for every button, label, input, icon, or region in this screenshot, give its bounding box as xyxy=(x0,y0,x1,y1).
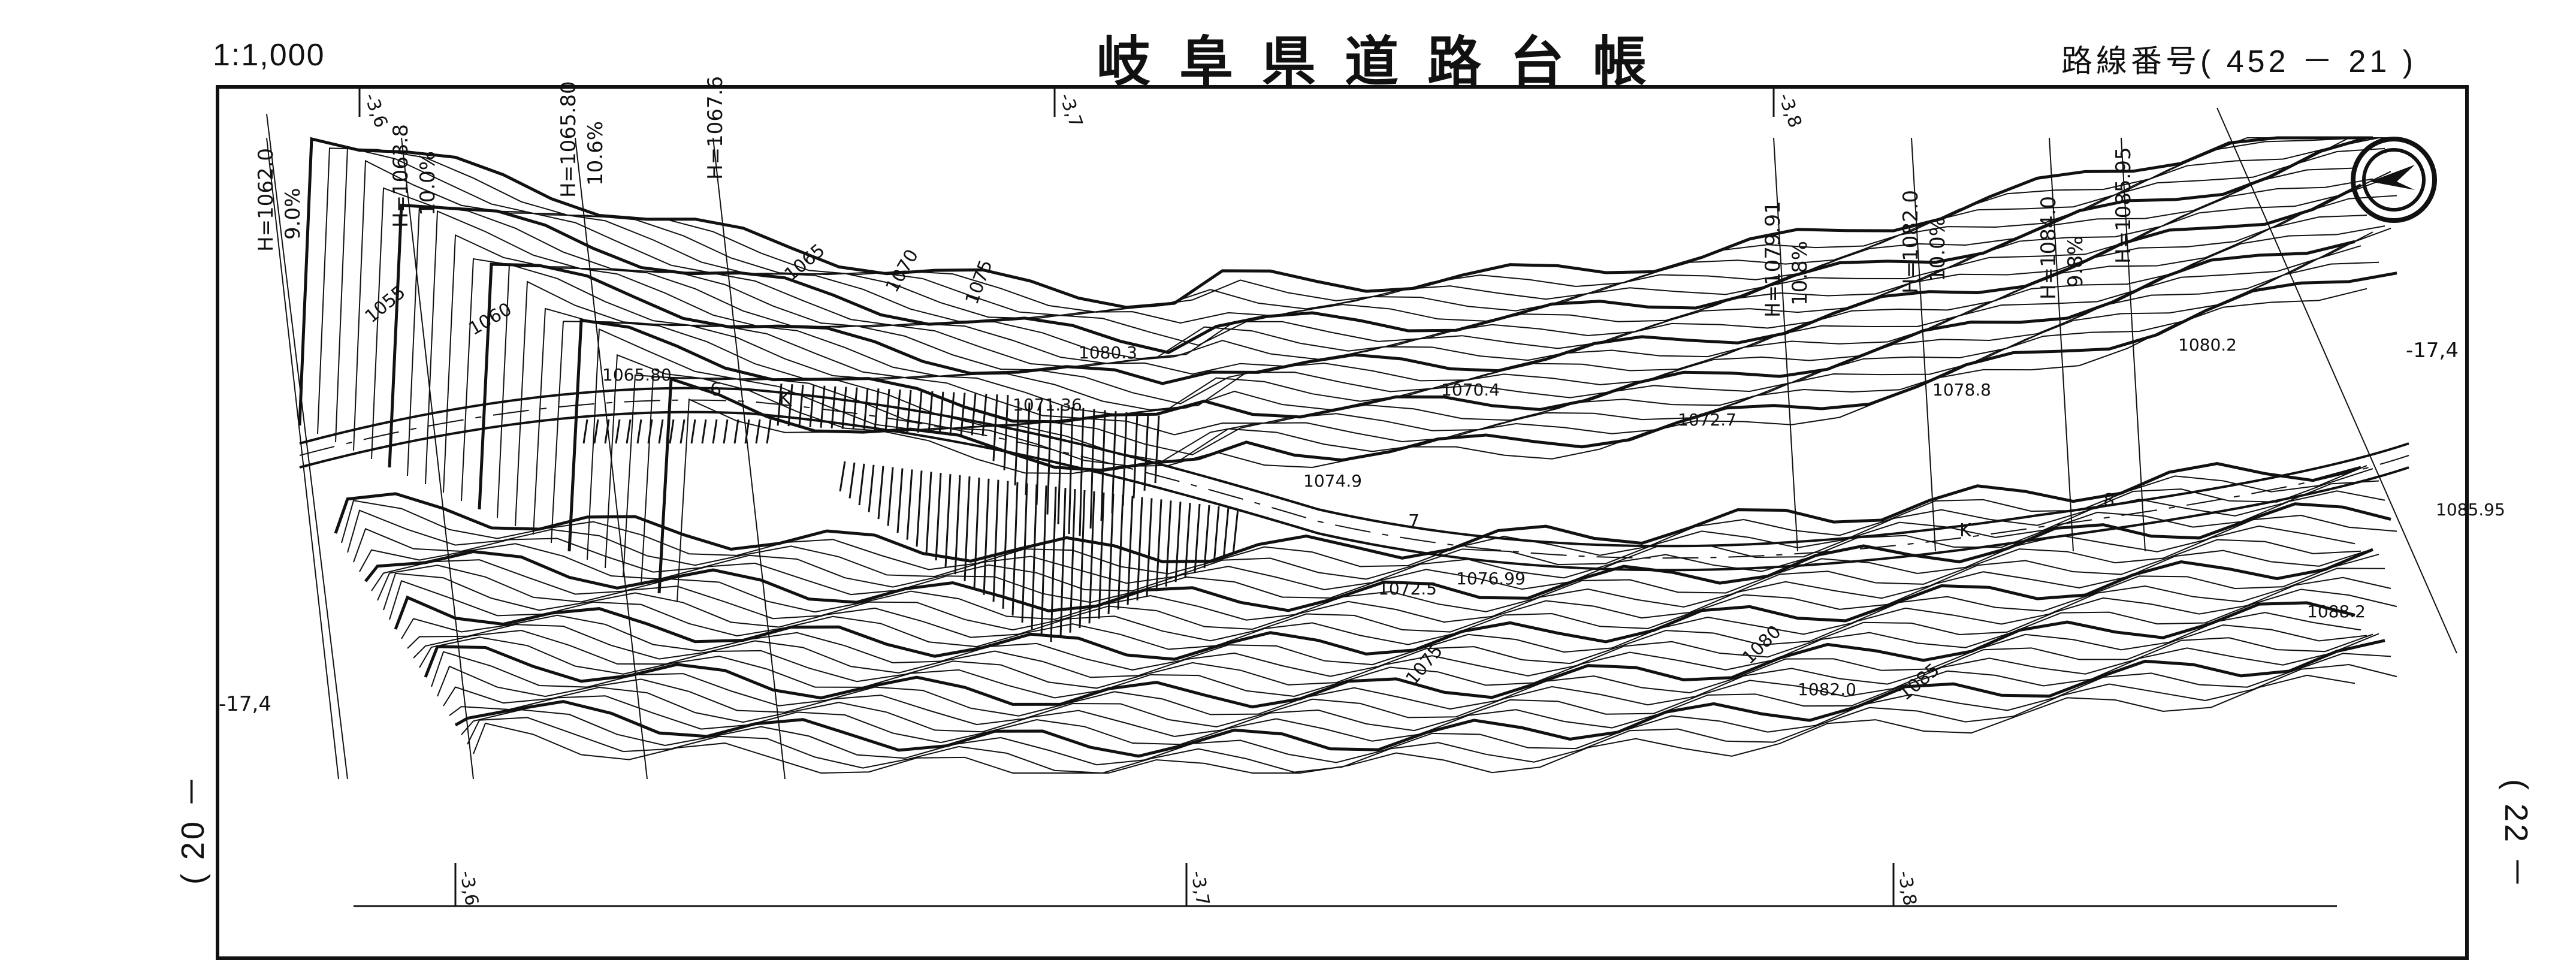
spot-elevation-left-road: 1065.80 xyxy=(602,365,672,385)
spot-elevation-low-a: 1072.5 xyxy=(1378,579,1437,599)
station-height-label: H=1085.95 xyxy=(2112,147,2136,264)
top-mark-label: -3,6 xyxy=(360,90,391,131)
station-grade-label: 10.8% xyxy=(1788,241,1812,306)
right-sheet-reference: ( 22 － xyxy=(2498,779,2534,891)
road-mark-label: K xyxy=(779,388,792,409)
station-height-label: H=1065.80 xyxy=(557,81,581,198)
cut-slope-hatching xyxy=(582,384,1239,642)
north-arrow-icon xyxy=(2351,137,2437,223)
edge-value-left: -17,4 xyxy=(219,692,271,716)
contour-elevation-label: 1075 xyxy=(962,257,997,307)
map-title: 岐阜県道路台帳 xyxy=(1097,31,1675,93)
spot-elevation-low-c: 1082.0 xyxy=(1798,680,1856,699)
edge-value-right: -17,4 xyxy=(2406,339,2459,363)
road-mark-label: 8 xyxy=(2103,490,2115,511)
top-tick-marks xyxy=(358,87,1775,117)
station-height-label: H=1084.0 xyxy=(2037,196,2061,300)
contour-elevation-label: 1055 xyxy=(361,282,410,327)
station-grade-label: 9.0% xyxy=(281,188,305,240)
spot-elevation-summit: 1080.3 xyxy=(1079,343,1137,363)
station-height-label: H=1062.0 xyxy=(254,148,278,252)
spot-elevation-low-d: 1088.2 xyxy=(2307,602,2366,621)
spot-elevation-end-road: 1085.95 xyxy=(2436,500,2505,520)
road-mark-label: 6 xyxy=(710,379,721,400)
spot-elevation-right-a: 1070.4 xyxy=(1441,380,1500,400)
road-mark-label: 7 xyxy=(1408,511,1420,532)
station-lines xyxy=(266,107,2457,780)
top-mark-label: -3,8 xyxy=(1774,90,1805,131)
station-grade-label: 10.0% xyxy=(1926,217,1950,282)
station-height-label: H=1079.91 xyxy=(1761,201,1785,318)
profile-tick-marks xyxy=(454,863,1895,906)
map-scale: 1:1,000 xyxy=(213,38,325,73)
spot-elevation-right-c: 1078.8 xyxy=(1932,380,1991,400)
station-grade-label: 10.6% xyxy=(584,121,608,186)
profile-mark-label: -3,8 xyxy=(1894,869,1920,907)
spot-elevation-right-d: 1080.2 xyxy=(2178,335,2237,355)
station-height-label: H=1082.0 xyxy=(1899,190,1923,294)
profile-mark-label: -3,7 xyxy=(1186,869,1213,907)
profile-mark-label: -3,6 xyxy=(455,869,482,907)
station-height-label: H=1063.8 xyxy=(389,124,413,228)
spot-elevation-right-b: 1072.7 xyxy=(1678,410,1737,430)
spot-elevation-bend: 1074.9 xyxy=(1303,471,1362,491)
station-grade-label: 10.0% xyxy=(416,151,440,216)
route-number: 路線番号( 452 － 21 ) xyxy=(2061,44,2417,79)
station-height-label: H=1067.6 xyxy=(703,76,727,180)
station-grade-label: 9.8% xyxy=(2064,236,2088,288)
road-mark-label: K xyxy=(1959,520,1972,541)
top-mark-label: -3,7 xyxy=(1055,90,1086,131)
spot-elevation-low-b: 1076.99 xyxy=(1456,569,1526,588)
contour-lines xyxy=(298,136,2397,774)
spot-elevation-cut: 1071.36 xyxy=(1013,395,1082,415)
